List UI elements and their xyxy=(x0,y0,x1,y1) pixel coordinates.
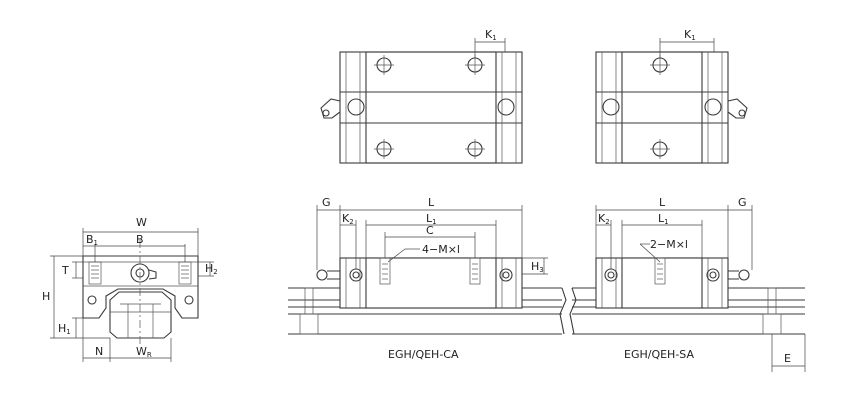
label-l-sa: L xyxy=(659,196,666,209)
label-k1-ca: K1 xyxy=(485,28,497,42)
side-view-sa-block xyxy=(595,257,750,309)
label-c: C xyxy=(426,224,434,237)
label-l-ca: L xyxy=(428,196,435,209)
label-l1-ca: L1 xyxy=(426,212,437,226)
label-n: N xyxy=(95,345,103,358)
end-view-dimensions: W B1 B H T H1 H2 N WR xyxy=(42,216,218,362)
label-h1: H1 xyxy=(58,322,71,336)
label-k1-sa: K1 xyxy=(684,28,696,42)
side-view-sa-dimensions: L G K2 L1 2−M×l E xyxy=(595,196,806,372)
caption-sa: EGH/QEH-SA xyxy=(624,348,694,361)
top-view-ca-block xyxy=(320,51,523,164)
label-b1: B1 xyxy=(86,233,98,247)
label-w: W xyxy=(136,216,147,229)
label-k2-ca: K2 xyxy=(342,212,354,226)
label-k2-sa: K2 xyxy=(598,212,610,226)
label-h3: H3 xyxy=(531,260,544,274)
side-view-ca-block xyxy=(316,257,523,309)
label-wr: WR xyxy=(136,345,152,359)
label-holes-ca: 4−M×l xyxy=(422,243,460,256)
dimension-k1-sa: K1 xyxy=(659,28,715,58)
top-view-sa-block xyxy=(595,51,748,164)
label-holes-sa: 2−M×l xyxy=(650,238,688,251)
dimension-k1-ca: K1 xyxy=(474,28,506,58)
caption-ca: EGH/QEH-CA xyxy=(388,348,459,361)
end-view xyxy=(82,240,199,345)
label-g-sa: G xyxy=(738,196,747,209)
label-b: B xyxy=(136,233,144,246)
label-l1-sa: L1 xyxy=(658,212,669,226)
label-g-ca: G xyxy=(322,196,331,209)
label-h: H xyxy=(42,290,50,303)
label-e: E xyxy=(784,352,791,365)
label-h2: H2 xyxy=(205,262,218,276)
side-view-ca-dimensions: G L K2 L1 C 4−M×l H3 xyxy=(316,196,548,275)
label-t: T xyxy=(61,264,69,277)
